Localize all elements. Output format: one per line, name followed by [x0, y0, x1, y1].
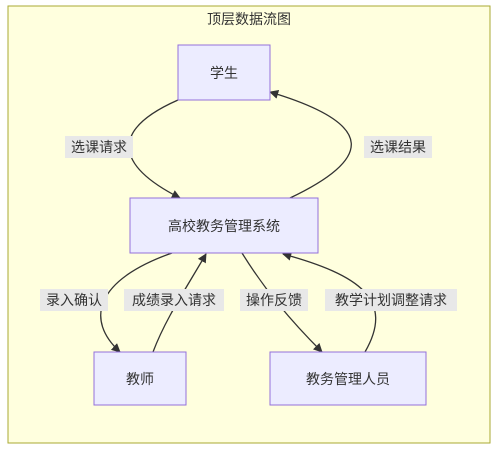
label-course-result: 选课结果	[370, 140, 426, 156]
node-student-label: 学生	[210, 66, 238, 82]
node-admin: 教务管理人员	[269, 351, 427, 406]
edge-labels: 选课请求 选课结果 录入确认 成绩录入请求 操作反馈 教学计划调整请求	[40, 136, 457, 311]
label-grade-entry: 成绩录入请求	[132, 293, 216, 309]
node-student: 学生	[177, 44, 271, 101]
label-op-feedback: 操作反馈	[246, 293, 302, 309]
label-entry-confirm: 录入确认	[46, 293, 102, 309]
node-system-label: 高校教务管理系统	[168, 218, 280, 235]
node-system: 高校教务管理系统	[129, 197, 319, 254]
node-teacher-label: 教师	[126, 372, 154, 388]
node-teacher: 教师	[93, 351, 187, 406]
edge-course-result	[269, 89, 352, 199]
node-admin-label: 教务管理人员	[306, 372, 390, 388]
label-plan-adjust: 教学计划调整请求	[335, 293, 447, 309]
diagram-title: 顶层数据流图	[207, 12, 291, 28]
label-course-request: 选课请求	[71, 140, 127, 156]
